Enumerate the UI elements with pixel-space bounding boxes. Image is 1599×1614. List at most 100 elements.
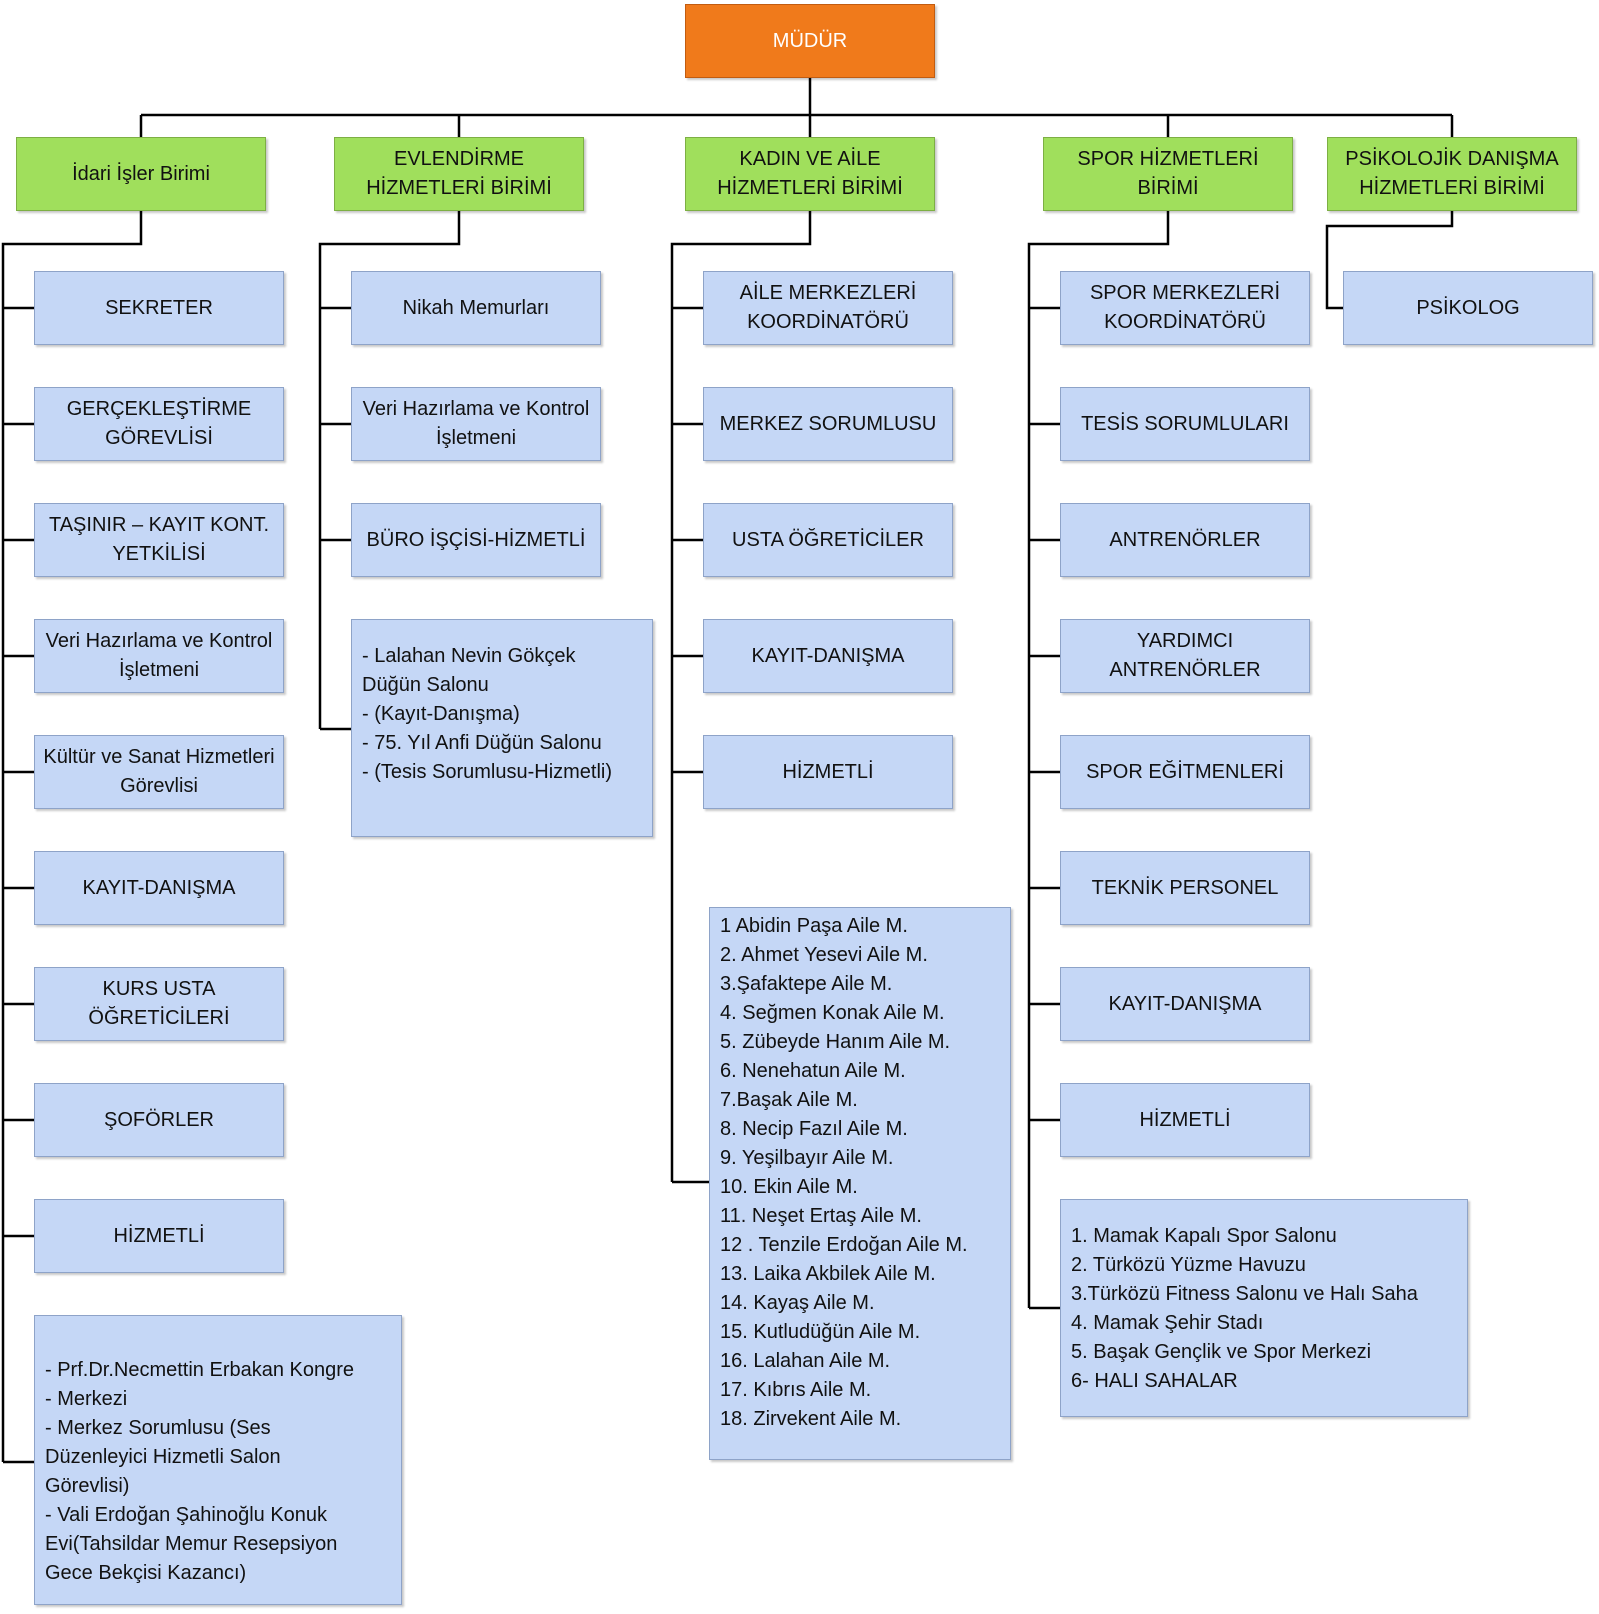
position-label: ANTRENÖRLER <box>1109 528 1261 551</box>
list-item: 16. Lalahan Aile M. <box>720 1350 891 1372</box>
position-label: Veri Hazırlama ve Kontrol İşletmeni <box>362 398 590 449</box>
position-label: Nikah Memurları <box>402 296 550 319</box>
position-box: KURS USTA ÖĞRETİCİLERİ <box>34 967 284 1041</box>
list-item: 5. Zübeyde Hanım Aile M. <box>720 1031 951 1053</box>
position-label: TAŞINIR – KAYIT KONT. YETKİLİSİ <box>48 514 270 565</box>
position-label: SPOR MERKEZLERİ KOORDİNATÖRÜ <box>1089 282 1281 333</box>
position-box: TAŞINIR – KAYIT KONT. YETKİLİSİ <box>34 503 284 577</box>
position-label: HİZMETLİ <box>782 760 874 783</box>
position-label: Veri Hazırlama ve Kontrol İşletmeni <box>45 630 273 681</box>
position-box: BÜRO İŞÇİSİ-HİZMETLİ <box>351 503 601 577</box>
family-center-list: 1 Abidin Paşa Aile M. 2. Ahmet Yesevi Ai… <box>709 907 1011 1460</box>
list-item: 8. Necip Fazıl Aile M. <box>720 1118 908 1140</box>
list-item: 12 . Tenzile Erdoğan Aile M. <box>720 1234 968 1256</box>
list-item: 5. Başak Gençlik ve Spor Merkezi <box>1071 1341 1372 1363</box>
list-item: 1 Abidin Paşa Aile M. <box>720 915 908 937</box>
unit-label: KADIN VE AİLE HİZMETLERİ BİRİMİ <box>717 148 903 199</box>
unit-psikolojik: PSİKOLOJİK DANIŞMA HİZMETLERİ BİRİMİ <box>1327 137 1577 211</box>
list-item: 3.Türközü Fitness Salonu ve Halı Saha <box>1071 1283 1418 1305</box>
list-item: - Merkez Sorumlusu (Ses <box>45 1417 271 1439</box>
position-box: AİLE MERKEZLERİ KOORDİNATÖRÜ <box>703 271 953 345</box>
list-item: - (Kayıt-Danışma) <box>362 703 520 725</box>
list-item: 1. Mamak Kapalı Spor Salonu <box>1071 1225 1337 1247</box>
unit-evlendirme: EVLENDİRME HİZMETLERİ BİRİMİ <box>334 137 584 211</box>
root-label: MÜDÜR <box>772 29 848 52</box>
position-label: KURS USTA ÖĞRETİCİLERİ <box>88 978 230 1029</box>
position-label: PSİKOLOG <box>1416 296 1520 319</box>
unit-label: İdari İşler Birimi <box>72 162 210 185</box>
position-box: MERKEZ SORUMLUSU <box>703 387 953 461</box>
position-box: Kültür ve Sanat Hizmetleri Görevlisi <box>34 735 284 809</box>
list-item: 10. Ekin Aile M. <box>720 1176 858 1198</box>
position-label: KAYIT-DANIŞMA <box>751 644 905 667</box>
position-label: ŞOFÖRLER <box>103 1108 215 1131</box>
position-box: KAYIT-DANIŞMA <box>1060 967 1310 1041</box>
unit-label: SPOR HİZMETLERİ BİRİMİ <box>1077 148 1259 199</box>
list-item: - 75. Yıl Anfi Düğün Salonu <box>362 732 602 754</box>
list-item: 4. Seğmen Konak Aile M. <box>720 1002 945 1024</box>
position-label: SPOR EĞİTMENLERİ <box>1086 760 1284 783</box>
position-box: ANTRENÖRLER <box>1060 503 1310 577</box>
list-item: 3.Şafaktepe Aile M. <box>720 973 893 995</box>
position-label: YARDIMCI ANTRENÖRLER <box>1109 630 1261 681</box>
position-box: HİZMETLİ <box>703 735 953 809</box>
position-box: ŞOFÖRLER <box>34 1083 284 1157</box>
position-box: Veri Hazırlama ve Kontrol İşletmeni <box>351 387 601 461</box>
position-box: HİZMETLİ <box>1060 1083 1310 1157</box>
position-box: Nikah Memurları <box>351 271 601 345</box>
list-item: 4. Mamak Şehir Stadı <box>1071 1312 1264 1334</box>
list-item: - Prf.Dr.Necmettin Erbakan Kongre <box>45 1359 355 1381</box>
facility-list-evlendirme: - Lalahan Nevin Gökçek Düğün Salonu - (K… <box>351 619 653 837</box>
facility-list-idari: - Prf.Dr.Necmettin Erbakan Kongre - Merk… <box>34 1315 402 1605</box>
position-box: SPOR MERKEZLERİ KOORDİNATÖRÜ <box>1060 271 1310 345</box>
list-item: 2. Ahmet Yesevi Aile M. <box>720 944 928 966</box>
list-item: 2. Türközü Yüzme Havuzu <box>1071 1254 1306 1276</box>
position-box: HİZMETLİ <box>34 1199 284 1273</box>
position-box: Veri Hazırlama ve Kontrol İşletmeni <box>34 619 284 693</box>
unit-kadin-aile: KADIN VE AİLE HİZMETLERİ BİRİMİ <box>685 137 935 211</box>
position-label: BÜRO İŞÇİSİ-HİZMETLİ <box>366 528 586 551</box>
list-item: 13. Laika Akbilek Aile M. <box>720 1263 936 1285</box>
sports-facility-list: 1. Mamak Kapalı Spor Salonu 2. Türközü Y… <box>1060 1199 1468 1417</box>
position-box: SPOR EĞİTMENLERİ <box>1060 735 1310 809</box>
list-item: Düğün Salonu <box>362 674 489 696</box>
position-label: Kültür ve Sanat Hizmetleri Görevlisi <box>43 746 275 797</box>
position-box: YARDIMCI ANTRENÖRLER <box>1060 619 1310 693</box>
position-box: PSİKOLOG <box>1343 271 1593 345</box>
list-item: - Merkezi <box>45 1388 128 1410</box>
list-item: Gece Bekçisi Kazancı) <box>45 1562 247 1584</box>
list-item: - Vali Erdoğan Şahinoğlu Konuk <box>45 1504 328 1526</box>
unit-spor: SPOR HİZMETLERİ BİRİMİ <box>1043 137 1293 211</box>
list-item: 15. Kutludüğün Aile M. <box>720 1321 921 1343</box>
position-box: GERÇEKLEŞTİRME GÖREVLİSİ <box>34 387 284 461</box>
position-box: TEKNİK PERSONEL <box>1060 851 1310 925</box>
position-label: TESİS SORUMLULARI <box>1081 412 1289 435</box>
list-item: 6. Nenehatun Aile M. <box>720 1060 906 1082</box>
unit-label: PSİKOLOJİK DANIŞMA HİZMETLERİ BİRİMİ <box>1345 148 1559 199</box>
unit-label: EVLENDİRME HİZMETLERİ BİRİMİ <box>366 148 552 199</box>
position-label: SEKRETER <box>105 296 213 319</box>
list-item: 11. Neşet Ertaş Aile M. <box>720 1205 922 1227</box>
position-label: AİLE MERKEZLERİ KOORDİNATÖRÜ <box>739 282 917 333</box>
position-label: KAYIT-DANIŞMA <box>82 876 236 899</box>
position-label: HİZMETLİ <box>1139 1108 1231 1131</box>
root-box-mudur: MÜDÜR <box>685 4 935 78</box>
list-item: 7.Başak Aile M. <box>720 1089 858 1111</box>
position-box: KAYIT-DANIŞMA <box>34 851 284 925</box>
list-item: 17. Kıbrıs Aile M. <box>720 1379 872 1401</box>
position-box: USTA ÖĞRETİCİLER <box>703 503 953 577</box>
list-item: - Lalahan Nevin Gökçek <box>362 645 576 667</box>
list-item: 18. Zirvekent Aile M. <box>720 1408 902 1430</box>
position-box: KAYIT-DANIŞMA <box>703 619 953 693</box>
list-item: 14. Kayaş Aile M. <box>720 1292 875 1314</box>
list-item: 9. Yeşilbayır Aile M. <box>720 1147 894 1169</box>
position-box: TESİS SORUMLULARI <box>1060 387 1310 461</box>
list-item: 6- HALI SAHALAR <box>1071 1370 1238 1392</box>
list-item: Evi(Tahsildar Memur Resepsiyon <box>45 1533 338 1555</box>
position-label: GERÇEKLEŞTİRME GÖREVLİSİ <box>66 398 252 449</box>
list-item: Düzenleyici Hizmetli Salon <box>45 1446 281 1468</box>
position-label: MERKEZ SORUMLUSU <box>719 412 937 435</box>
list-item: - (Tesis Sorumlusu-Hizmetli) <box>362 761 613 783</box>
unit-idari-isler: İdari İşler Birimi <box>16 137 266 211</box>
